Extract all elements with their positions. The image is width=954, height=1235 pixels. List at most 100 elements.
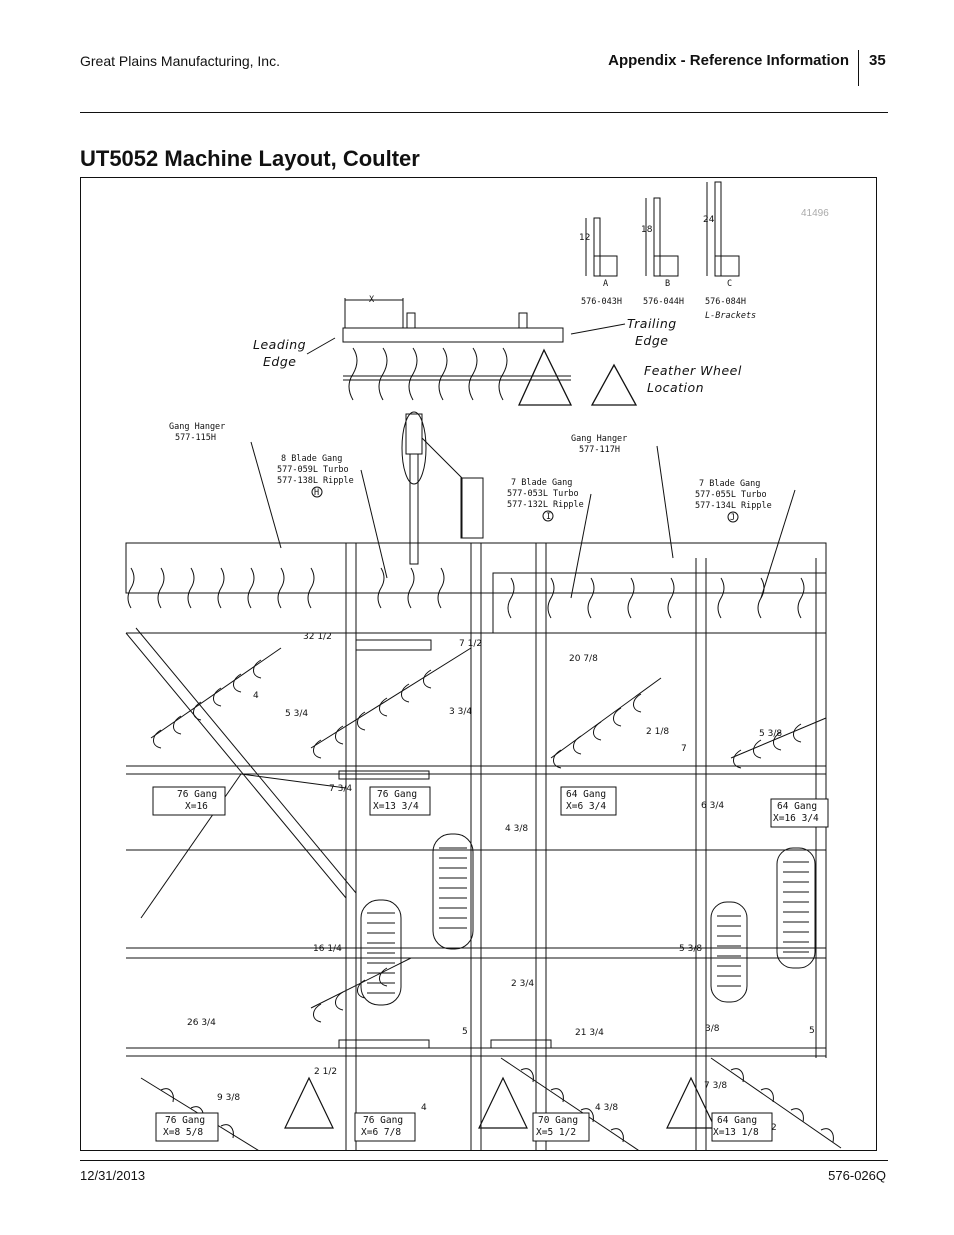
gang-box-3-line2: X=6 3/4 (566, 801, 606, 812)
bracket-a-height: 12 (579, 233, 590, 243)
dim-label: 2 1/8 (646, 727, 669, 737)
section-title: Appendix - Reference Information (608, 52, 849, 69)
gang-box-8-line2: X=13 1/8 (713, 1127, 759, 1138)
gang-7a-turbo: 577-053L Turbo (507, 489, 579, 499)
gang-box-8-line1: 64 Gang (717, 1115, 757, 1126)
dim-label: 7 3/4 (329, 784, 352, 794)
l-bracket-a (585, 217, 618, 277)
machine-layout-figure: 41496 12 18 24 A B C 576-043H 576-044H 5… (80, 177, 877, 1151)
dim-label: 26 3/4 (187, 1018, 216, 1028)
gang-8-title: 8 Blade Gang (281, 454, 342, 464)
gang-box-5-line2: X=8 5/8 (163, 1127, 203, 1138)
gang-7b-marker (727, 511, 739, 523)
dim-label: 20 7/8 (569, 654, 598, 664)
dim-label: 4 (253, 691, 259, 701)
gang-box-4-line1: 64 Gang (777, 801, 817, 812)
dim-label: 6 3/4 (701, 801, 724, 811)
page-number: 35 (869, 52, 886, 69)
gang-blade-rows (127, 567, 842, 1150)
main-frame (125, 542, 827, 1150)
trailing-edge-line2: Edge (635, 333, 668, 348)
footer-date: 12/31/2013 (80, 1168, 146, 1183)
layout-drawing: 41496 12 18 24 A B C 576-043H 576-044H 5… (125, 181, 842, 1150)
dim-label: 4 3/8 (505, 824, 528, 834)
gang-hanger-right-line1: Gang Hanger (571, 434, 627, 444)
gang-8-ripple: 577-138L Ripple (277, 476, 354, 486)
dim-label: 16 1/4 (313, 944, 342, 954)
leading-edge-line2: Edge (263, 354, 296, 369)
gang-box-1-line1: 76 Gang (177, 789, 217, 800)
gang-box-6-line2: X=6 7/8 (361, 1127, 401, 1138)
gang-7a-letter: I (546, 512, 551, 522)
gang-8-turbo: 577-059L Turbo (277, 465, 349, 475)
gang-box-3: 64 Gang X=6 3/4 (560, 786, 617, 816)
leading-edge-arrow (306, 337, 336, 355)
bracket-b-height: 18 (641, 225, 653, 235)
dim-label: 32 1/2 (303, 632, 332, 642)
gang-7a-ripple: 577-132L Ripple (507, 500, 584, 510)
gang-7b-turbo: 577-055L Turbo (695, 490, 767, 500)
x-dimension-label: X (369, 295, 375, 305)
header-rule (80, 112, 888, 113)
trailing-edge-arrow (570, 323, 626, 335)
l-bracket-c (706, 181, 740, 277)
footer-doc-number: 576-026Q (828, 1168, 886, 1183)
page-title: UT5052 Machine Layout, Coulter (80, 146, 420, 171)
gang-hanger-right-part: 577-117H (579, 445, 620, 455)
dim-label: 9 3/8 (217, 1093, 240, 1103)
bracket-c-part: 576-084H (705, 297, 746, 307)
bracket-a-part: 576-043H (581, 297, 622, 307)
gang-8-marker (311, 486, 323, 498)
header-divider (858, 50, 859, 86)
gang-7b-letter: J (730, 513, 735, 523)
dim-label: 2 3/4 (511, 979, 534, 989)
gang-7b-ripple: 577-134L Ripple (695, 501, 772, 511)
gang-7a-title: 7 Blade Gang (511, 478, 572, 488)
gang-box-7-line1: 70 Gang (538, 1115, 578, 1126)
gang-box-3-line1: 64 Gang (566, 789, 606, 800)
trailing-edge-line1: Trailing (627, 316, 677, 331)
gang-box-6: 76 Gang X=6 7/8 (354, 1112, 416, 1142)
gang-box-2-line2: X=13 3/4 (373, 801, 419, 812)
dim-label: 7 (681, 744, 687, 754)
dim-label: 7 3/8 (704, 1081, 727, 1091)
gang-7b-title: 7 Blade Gang (699, 479, 760, 489)
dim-label: 7 1/2 (459, 639, 482, 649)
dim-label: 5 3/4 (285, 709, 308, 719)
gang-box-4: 64 Gang X=16 3/4 (770, 798, 829, 828)
dim-label: 5 (462, 1027, 468, 1037)
gang-box-8: 64 Gang X=13 1/8 (711, 1112, 773, 1142)
bracket-a-letter: A (603, 279, 608, 289)
gang-8-leader (360, 469, 388, 579)
dimension-callouts: 32 1/2 7 1/2 20 7/8 5 3/4 3 3/4 4 2 1/8 … (187, 632, 815, 1133)
feather-wheel-markers (284, 1076, 716, 1129)
dim-label: 5 (809, 1026, 815, 1036)
gang-7b-leader (760, 489, 796, 599)
gang-hanger-right-leader (656, 445, 674, 559)
dim-label: 3/8 (705, 1024, 720, 1034)
gang-box-1-line2: X=16 (185, 801, 208, 812)
gang-box-5: 76 Gang X=8 5/8 (155, 1112, 219, 1142)
dim-label: 5 3/8 (679, 944, 702, 954)
gang-7a-marker (542, 510, 554, 522)
bracket-c-height: 24 (703, 215, 715, 225)
top-gang-view (342, 298, 638, 406)
gang-box-2-line1: 76 Gang (377, 789, 417, 800)
gang-hanger-left-leader (250, 441, 282, 549)
company-name: Great Plains Manufacturing, Inc. (80, 53, 280, 69)
gang-8-letter: H (314, 488, 319, 498)
gang-box-5-line1: 76 Gang (165, 1115, 205, 1126)
gang-hanger-left-part: 577-115H (175, 433, 216, 443)
bracket-c-letter: C (727, 279, 732, 289)
dim-label: 3 3/4 (449, 707, 472, 717)
transport-wheels (338, 639, 816, 1049)
dim-label: 21 3/4 (575, 1028, 604, 1038)
dim-label: 4 3/8 (595, 1103, 618, 1113)
dim-label: 4 (421, 1103, 427, 1113)
l-bracket-b (645, 197, 679, 277)
footer-rule (80, 1160, 888, 1161)
figure-number: 41496 (801, 208, 829, 219)
dim-label: 2 1/2 (314, 1067, 337, 1077)
bracket-b-letter: B (665, 279, 670, 289)
feather-wheel-line1: Feather Wheel (644, 363, 742, 378)
